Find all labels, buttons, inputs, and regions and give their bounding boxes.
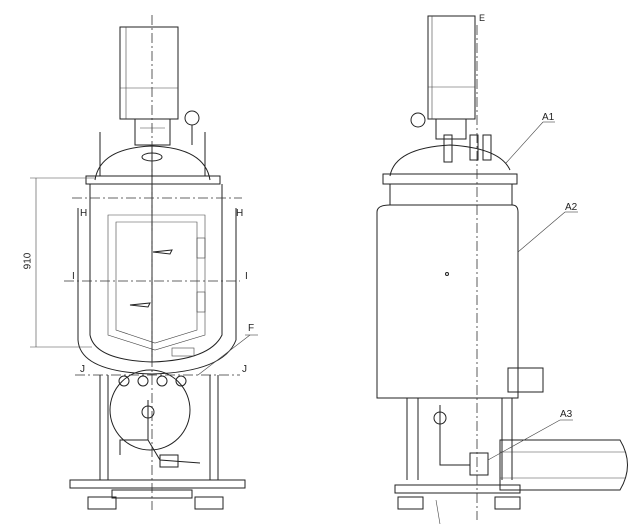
side-motor bbox=[410, 15, 476, 140]
section-label-j-left: J bbox=[80, 364, 85, 375]
pressure-gauge-icon bbox=[184, 110, 200, 145]
dimension-910 bbox=[30, 177, 95, 348]
section-label-j-right: J bbox=[242, 364, 247, 375]
callout-a2: A2 bbox=[565, 202, 578, 213]
side-frame bbox=[394, 398, 521, 510]
section-label-i-left: I bbox=[72, 271, 75, 282]
axis-label-e: E bbox=[479, 13, 486, 23]
dimension-label: 910 bbox=[22, 252, 34, 270]
front-view bbox=[30, 15, 258, 510]
side-view bbox=[376, 15, 628, 524]
horizontal-unit bbox=[499, 439, 628, 491]
section-label-h-left: H bbox=[80, 208, 88, 219]
section-label-i-right: I bbox=[245, 271, 248, 282]
section-lines bbox=[64, 197, 242, 376]
callout-a3: A3 bbox=[560, 409, 573, 420]
callout-a1: A1 bbox=[542, 112, 555, 123]
leader-f bbox=[197, 334, 251, 376]
frame bbox=[69, 369, 246, 510]
leaders bbox=[435, 121, 578, 524]
section-label-h-right: H bbox=[236, 208, 244, 219]
motor bbox=[119, 26, 179, 146]
side-gauge-icon bbox=[410, 112, 426, 128]
callout-f: F bbox=[248, 323, 255, 334]
vessel bbox=[77, 15, 237, 510]
side-vessel bbox=[376, 134, 544, 399]
